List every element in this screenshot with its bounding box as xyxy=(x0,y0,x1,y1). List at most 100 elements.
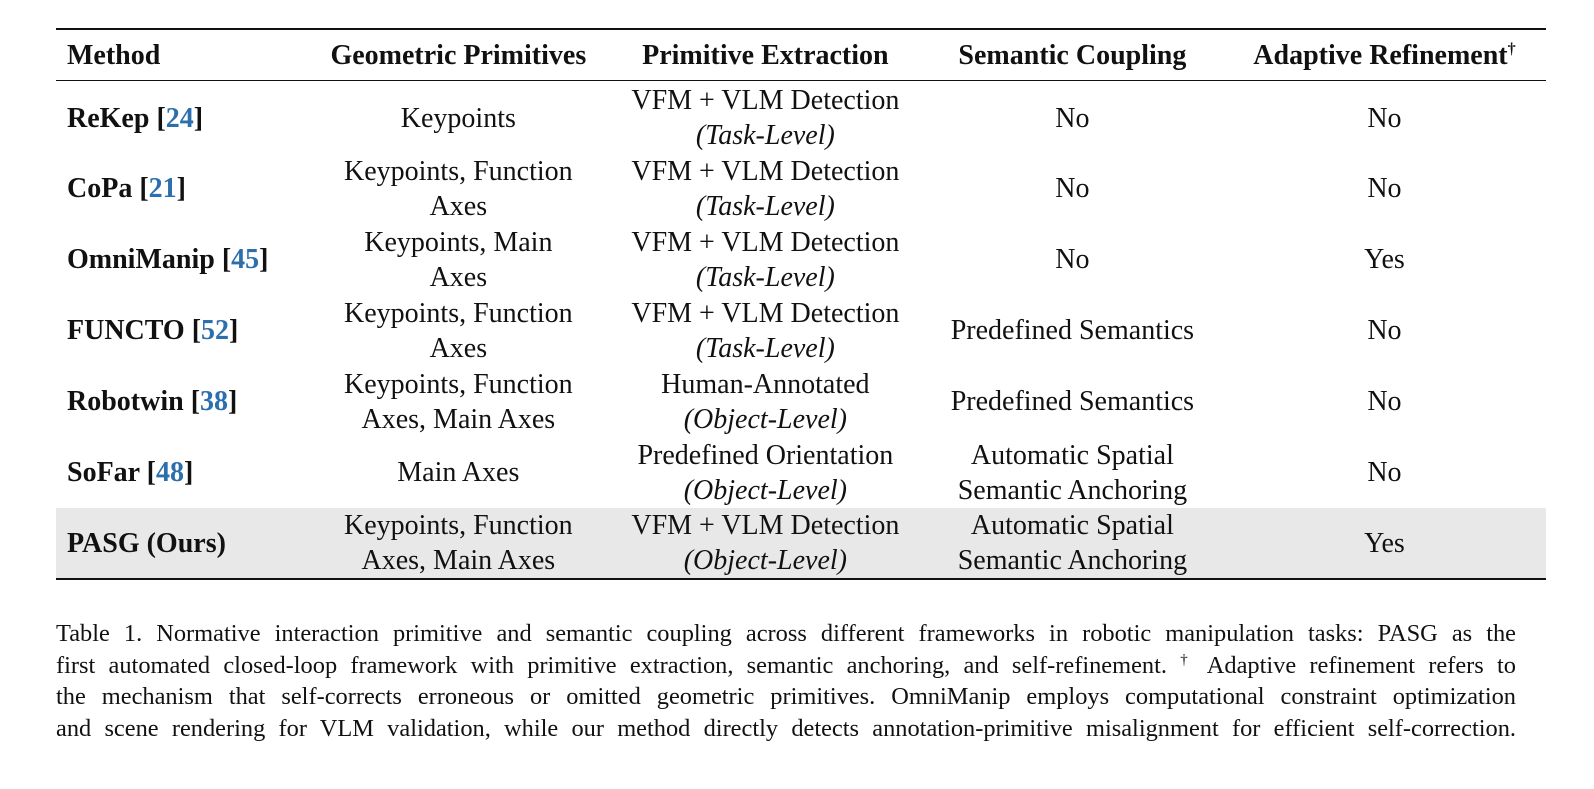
semantic-coupling-line: No xyxy=(1055,244,1090,275)
adaptive-refinement-cell: No xyxy=(1367,173,1402,204)
primitive-extraction-cell: VFM + VLM Detection(Task-Level) xyxy=(609,224,922,295)
geometric-primitives-line: Main Axes xyxy=(397,457,520,488)
citation-link[interactable]: 38 xyxy=(200,386,229,417)
semantic-coupling-line: Automatic Spatial xyxy=(970,510,1174,541)
geometric-primitives-line: Axes, Main Axes xyxy=(361,545,556,576)
method-name: CoPa xyxy=(67,173,133,204)
geometric-primitives-cell: Main Axes xyxy=(308,437,609,508)
geometric-primitives-line: Keypoints, Function xyxy=(344,510,573,541)
extraction-level: (Task-Level) xyxy=(695,332,835,364)
extraction-method: VFM + VLM Detection xyxy=(631,297,900,329)
extraction-method: Predefined Orientation xyxy=(637,439,894,471)
primitive-extraction-cell: Predefined Orientation(Object-Level) xyxy=(609,437,922,508)
semantic-coupling-line: Predefined Semantics xyxy=(950,386,1195,417)
caption-line: the mechanism that self-corrects erroneo… xyxy=(56,683,1516,710)
method-name: PASG (Ours) xyxy=(67,527,226,559)
semantic-coupling-cell: No xyxy=(922,81,1223,154)
header-semantic-coupling: Semantic Coupling xyxy=(958,39,1187,71)
caption-line: first automated closed-loop framework wi… xyxy=(56,650,1516,682)
semantic-coupling-line: Automatic Spatial xyxy=(970,439,1174,471)
table-caption: Table 1. Normative interaction primitive… xyxy=(56,618,1516,744)
method-name: OmniManip xyxy=(67,244,215,275)
geometric-primitives-line: Axes, Main Axes xyxy=(361,403,556,435)
adaptive-refinement-cell: No xyxy=(1367,386,1402,417)
dagger-footnote-mark: † xyxy=(1507,40,1516,58)
table-row: ReKep [24] Keypoints VFM + VLM Detection… xyxy=(56,81,1546,154)
header-primitive-extraction: Primitive Extraction xyxy=(642,39,889,71)
extraction-method: Human-Annotated xyxy=(661,368,870,400)
method-cell: PASG (Ours) xyxy=(56,508,308,579)
method-name: Robotwin xyxy=(67,386,184,417)
geometric-primitives-line: Keypoints, Function xyxy=(344,297,573,329)
extraction-method: VFM + VLM Detection xyxy=(631,226,900,258)
extraction-method: VFM + VLM Detection xyxy=(631,510,900,541)
adaptive-refinement-cell: No xyxy=(1367,457,1402,488)
primitive-extraction-cell: VFM + VLM Detection(Task-Level) xyxy=(609,153,922,224)
extraction-level: (Object-Level) xyxy=(683,545,847,576)
extraction-level: (Object-Level) xyxy=(683,403,847,435)
geometric-primitives-cell: Keypoints xyxy=(308,81,609,154)
caption-line: and scene rendering for VLM validation, … xyxy=(56,714,1516,742)
method-cell: Robotwin [38] xyxy=(67,386,238,417)
semantic-coupling-line: No xyxy=(1055,173,1090,204)
semantic-coupling-line: Semantic Anchoring xyxy=(957,545,1188,576)
adaptive-refinement-cell: No xyxy=(1367,315,1402,346)
method-name: FUNCTO xyxy=(67,315,185,346)
adaptive-refinement-cell: No xyxy=(1367,102,1402,134)
semantic-coupling-cell: No xyxy=(922,153,1223,224)
geometric-primitives-line: Keypoints, Main xyxy=(364,226,553,258)
caption-line: Table 1. Normative interaction primitive… xyxy=(56,620,1516,647)
method-name: ReKep xyxy=(67,102,150,134)
method-cell: SoFar [48] xyxy=(67,457,194,488)
method-name: SoFar xyxy=(67,457,140,488)
method-cell: ReKep [24] xyxy=(67,102,204,134)
geometric-primitives-line: Axes xyxy=(429,261,488,293)
method-cell: OmniManip [45] xyxy=(67,244,269,275)
primitive-extraction-cell: VFM + VLM Detection(Task-Level) xyxy=(609,295,922,366)
citation-link[interactable]: 21 xyxy=(148,173,177,204)
citation-link[interactable]: 52 xyxy=(201,315,230,346)
extraction-method: VFM + VLM Detection xyxy=(631,155,900,187)
geometric-primitives-line: Axes xyxy=(429,190,488,222)
geometric-primitives-line: Keypoints, Function xyxy=(344,155,573,187)
caption-text: Adaptive refinement refers to xyxy=(1206,651,1516,679)
caption-text: first automated closed-loop framework wi… xyxy=(56,651,1167,679)
header-method: Method xyxy=(67,39,161,71)
extraction-level: (Task-Level) xyxy=(695,190,835,222)
caption-dagger-mark: † xyxy=(1180,651,1195,668)
table-header-row: Method Geometric Primitives Primitive Ex… xyxy=(56,29,1546,81)
geometric-primitives-line: Keypoints, Function xyxy=(344,368,573,400)
semantic-coupling-cell: No xyxy=(922,224,1223,295)
header-adaptive-refinement: Adaptive Refinement† xyxy=(1223,29,1546,81)
semantic-coupling-cell: Predefined Semantics xyxy=(922,295,1223,366)
adaptive-refinement-cell: Yes xyxy=(1364,527,1405,559)
method-cell: CoPa [21] xyxy=(67,173,186,204)
primitive-extraction-cell: VFM + VLM Detection (Object-Level) xyxy=(609,508,922,579)
extraction-level: (Object-Level) xyxy=(683,474,847,506)
geometric-primitives-line: Axes xyxy=(429,332,488,364)
header-geometric-primitives: Geometric Primitives xyxy=(330,39,587,71)
adaptive-refinement-cell: Yes xyxy=(1364,244,1405,275)
citation-link[interactable]: 24 xyxy=(165,102,194,134)
extraction-method: VFM + VLM Detection xyxy=(631,85,900,116)
primitive-extraction-cell: VFM + VLM Detection (Task-Level) xyxy=(609,81,922,154)
semantic-coupling-cell: Predefined Semantics xyxy=(922,366,1223,437)
citation-link[interactable]: 45 xyxy=(231,244,260,275)
geometric-primitives-line: Keypoints xyxy=(400,102,516,134)
method-cell: FUNCTO [52] xyxy=(67,315,239,346)
extraction-level: (Task-Level) xyxy=(695,120,835,151)
comparison-table: Method Geometric Primitives Primitive Ex… xyxy=(56,28,1546,580)
citation-link[interactable]: 48 xyxy=(155,457,184,488)
